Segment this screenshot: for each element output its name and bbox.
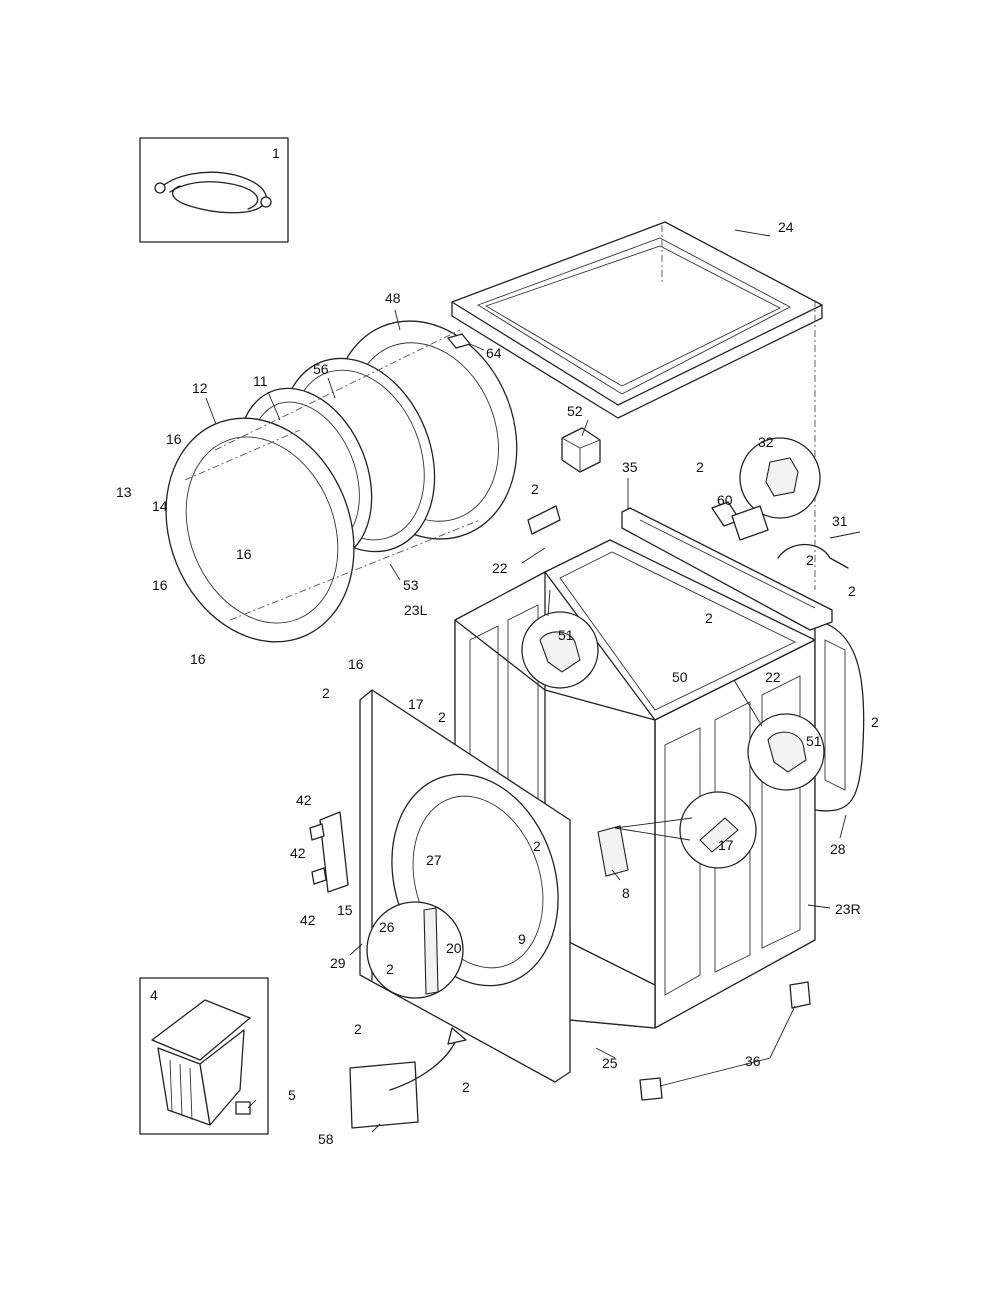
label-8: 8 bbox=[622, 885, 630, 901]
leader-lines bbox=[205, 229, 861, 1133]
label-2-k: 2 bbox=[354, 1021, 362, 1037]
label-2-c: 2 bbox=[806, 552, 814, 568]
detail-circle-32 bbox=[739, 437, 821, 519]
inset-hose-kit bbox=[139, 137, 289, 243]
label-29: 29 bbox=[330, 955, 346, 971]
label-53: 53 bbox=[403, 577, 419, 593]
part-labels: 1 24 48 64 56 12 11 16 13 14 16 16 53 16… bbox=[116, 145, 879, 1147]
top-panel bbox=[451, 221, 823, 590]
detail-circle-51a bbox=[521, 611, 599, 689]
label-52: 52 bbox=[567, 403, 583, 419]
label-2-a: 2 bbox=[531, 481, 539, 497]
detail-circle-26-20 bbox=[366, 901, 464, 999]
inset-control-board bbox=[139, 977, 269, 1135]
label-28: 28 bbox=[830, 841, 846, 857]
label-36: 36 bbox=[745, 1053, 761, 1069]
label-9: 9 bbox=[518, 931, 526, 947]
label-1: 1 bbox=[272, 145, 280, 161]
label-15: 15 bbox=[337, 902, 353, 918]
label-17-a: 17 bbox=[408, 696, 424, 712]
label-2-i: 2 bbox=[533, 838, 541, 854]
label-2-j: 2 bbox=[386, 961, 394, 977]
box-52 bbox=[561, 427, 601, 473]
door-assembly bbox=[165, 320, 518, 643]
label-17-b: 17 bbox=[718, 837, 734, 853]
label-20: 20 bbox=[446, 940, 462, 956]
label-42-c: 42 bbox=[300, 912, 316, 928]
console-bracket bbox=[621, 507, 833, 631]
label-2-d: 2 bbox=[848, 583, 856, 599]
label-5: 5 bbox=[288, 1087, 296, 1103]
label-22-b: 22 bbox=[765, 669, 781, 685]
label-60: 60 bbox=[717, 492, 733, 508]
label-58: 58 bbox=[318, 1131, 334, 1147]
detail-circle-51b bbox=[747, 713, 825, 791]
label-16-a: 16 bbox=[166, 431, 182, 447]
back-panel bbox=[814, 619, 865, 812]
label-64: 64 bbox=[486, 345, 502, 361]
label-16-b: 16 bbox=[236, 546, 252, 562]
label-42-b: 42 bbox=[290, 845, 306, 861]
label-13: 13 bbox=[116, 484, 132, 500]
label-2-e: 2 bbox=[705, 610, 713, 626]
label-16-e: 16 bbox=[348, 656, 364, 672]
label-2-l: 2 bbox=[462, 1079, 470, 1095]
label-11: 11 bbox=[253, 373, 268, 389]
label-4: 4 bbox=[150, 987, 158, 1003]
label-51-a: 51 bbox=[558, 627, 574, 643]
label-51-b: 51 bbox=[806, 733, 822, 749]
label-42-a: 42 bbox=[296, 792, 312, 808]
label-12: 12 bbox=[192, 380, 208, 396]
small-parts bbox=[349, 333, 849, 1129]
label-25: 25 bbox=[602, 1055, 618, 1071]
label-48: 48 bbox=[385, 290, 401, 306]
label-31: 31 bbox=[832, 513, 848, 529]
detail-circle-17 bbox=[679, 791, 757, 869]
label-2-f: 2 bbox=[871, 714, 879, 730]
label-56: 56 bbox=[313, 361, 329, 377]
label-16-c: 16 bbox=[152, 577, 168, 593]
label-23R: 23R bbox=[835, 901, 861, 917]
label-2-h: 2 bbox=[438, 709, 446, 725]
door-hinges bbox=[309, 811, 349, 893]
label-26: 26 bbox=[379, 919, 395, 935]
label-32: 32 bbox=[758, 434, 774, 450]
label-50: 50 bbox=[672, 669, 688, 685]
label-14: 14 bbox=[152, 498, 168, 514]
label-2-b: 2 bbox=[696, 459, 704, 475]
label-2-g: 2 bbox=[322, 685, 330, 701]
label-27: 27 bbox=[426, 852, 442, 868]
label-35: 35 bbox=[622, 459, 638, 475]
label-22-a: 22 bbox=[492, 560, 508, 576]
label-24: 24 bbox=[778, 219, 794, 235]
label-16-d: 16 bbox=[190, 651, 206, 667]
label-23L: 23L bbox=[404, 602, 428, 618]
